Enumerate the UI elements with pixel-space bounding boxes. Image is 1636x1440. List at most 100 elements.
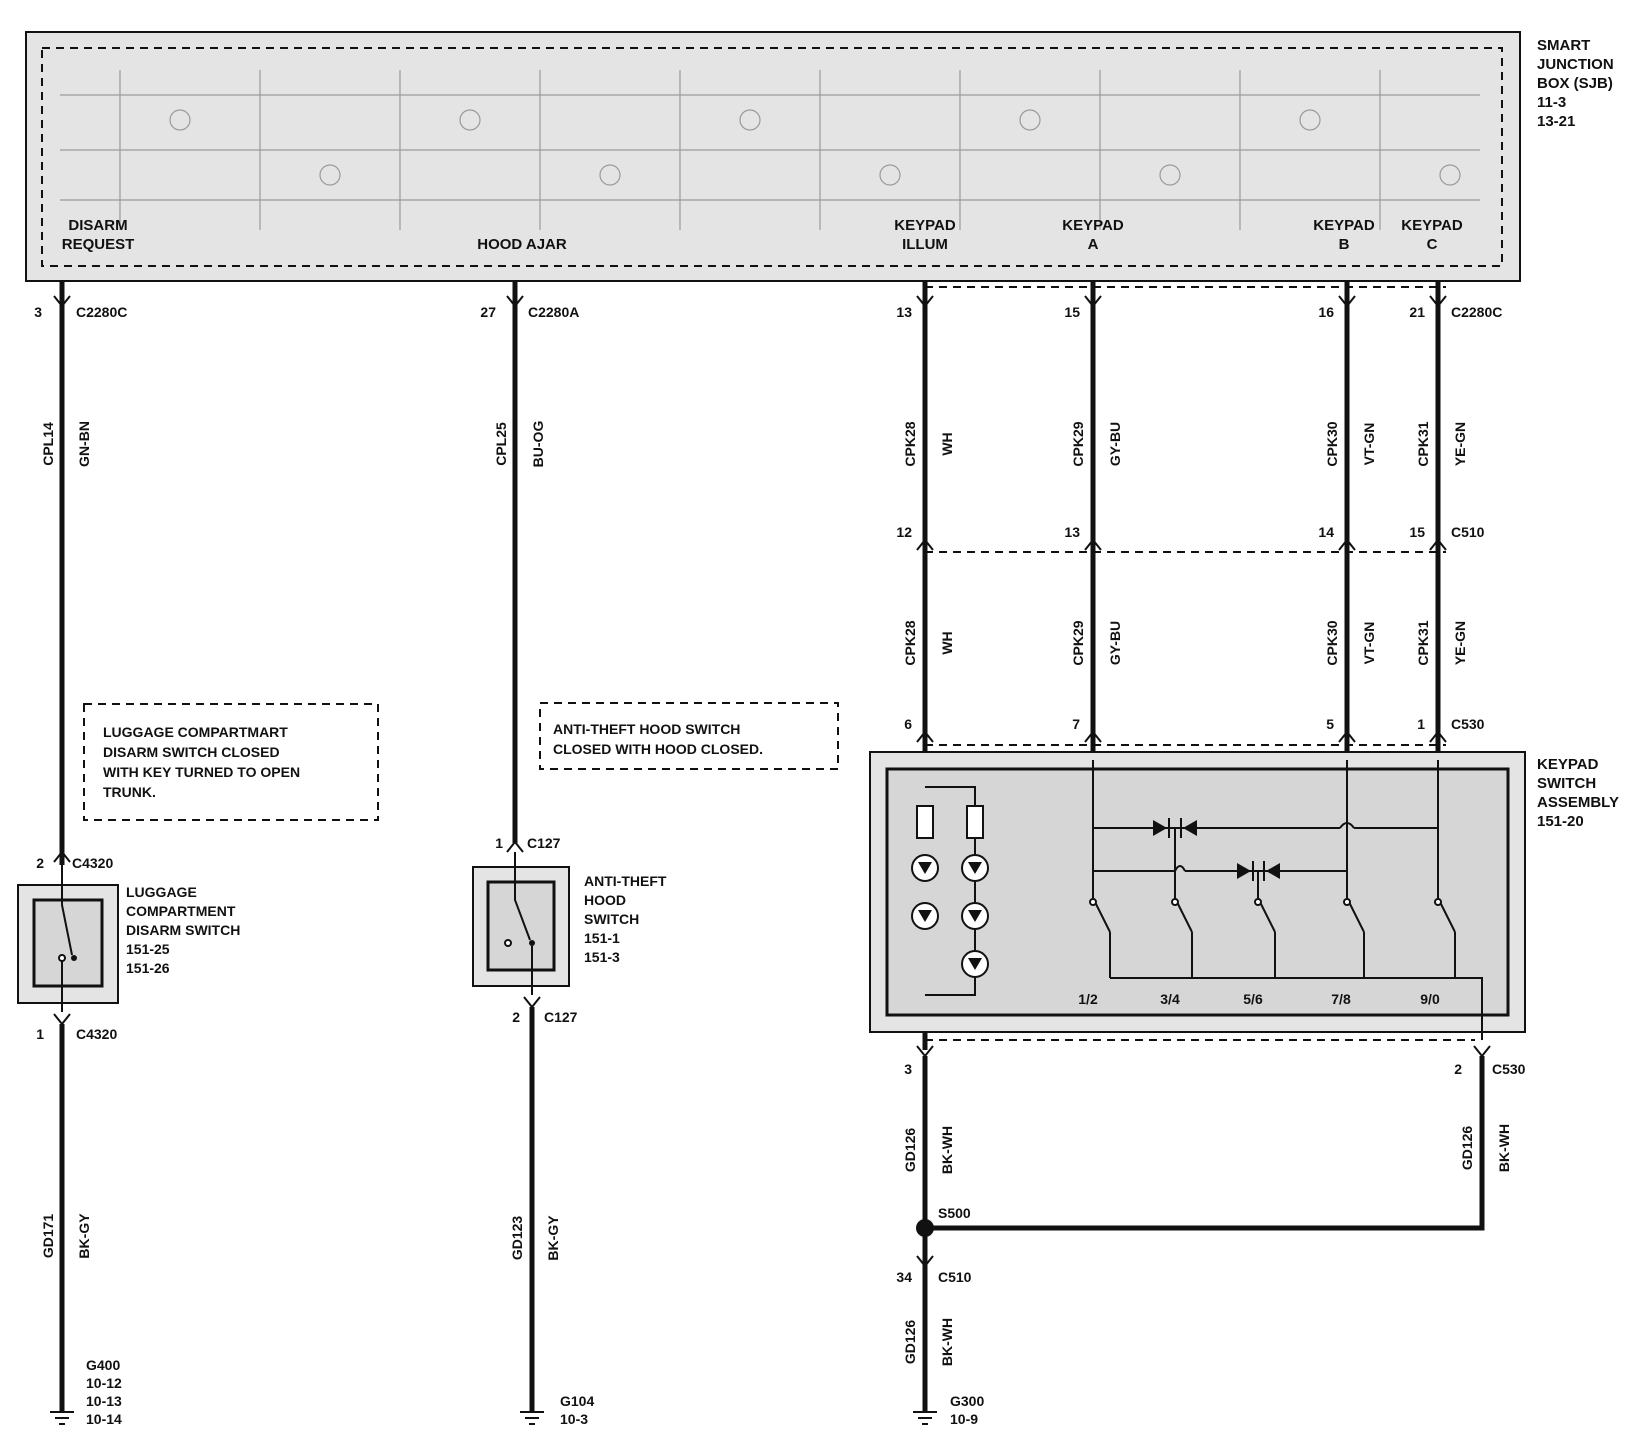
c510-connector: C510 [938, 1269, 972, 1285]
pin-label-illum-2: ILLUM [902, 236, 948, 253]
pin-label-disarm-2: REQUEST [62, 236, 135, 253]
a-top-pin: 15 [1064, 304, 1080, 320]
disarm-switch-top-connector: C4320 [72, 855, 113, 871]
splice-dot [916, 1219, 934, 1237]
assembly-name-4: 151-20 [1537, 813, 1584, 830]
key-label-5-6: 5/6 [1243, 991, 1263, 1007]
hood-circuit-number: CPL25 [493, 422, 509, 466]
smart-junction-box: SMART JUNCTION BOX (SJB) 11-3 13-21 DISA… [25, 31, 1614, 282]
disarm-top-pin: 3 [34, 304, 42, 320]
b-top-pin: 16 [1318, 304, 1334, 320]
keypad-assembly-inner [885, 767, 1510, 1017]
hood-note-line-2: CLOSED WITH HOOD CLOSED. [553, 741, 763, 757]
upper-color-cpk31: YE-GN [1452, 422, 1468, 466]
key-label-3-4: 3/4 [1160, 991, 1180, 1007]
c510-arrows [916, 538, 1447, 551]
hood-top-connector: C2280A [528, 304, 579, 320]
hood-switch-top-connector: C127 [527, 835, 561, 851]
hood-switch-name-4: 151-1 [584, 930, 620, 946]
lower-color-cpk31: YE-GN [1452, 621, 1468, 665]
disarm-circuit: 3 C2280C CPL14 GN-BN LUGGAGE COMPARTMART… [17, 281, 379, 1427]
lower-circuit-cpk31: CPK31 [1415, 620, 1431, 665]
hood-ground-circuit: GD123 [509, 1216, 525, 1261]
hood-switch-inner [486, 880, 556, 972]
upper-circuit-cpk31: CPK31 [1415, 421, 1431, 466]
pin-label-disarm-1: DISARM [68, 217, 127, 234]
keypad-top-connector: C2280C [1451, 304, 1502, 320]
disarm-note-box [83, 703, 379, 821]
c510-bottom-arrow [916, 1255, 934, 1268]
keypad-ground-wire-right [925, 1056, 1485, 1231]
diode-bars [1168, 818, 1265, 898]
hood-switch-bottom-pin: 2 [512, 1009, 520, 1025]
pin-label-c-2: C [1427, 236, 1438, 253]
disarm-switch-blade [61, 865, 73, 956]
pin-label-a-2: A [1088, 236, 1099, 253]
lower-circuit-cpk30: CPK30 [1324, 620, 1340, 665]
hood-switch-contact-2 [504, 939, 512, 947]
c530-arrows [916, 730, 1447, 743]
disarm-switch-name-3: DISARM SWITCH [126, 922, 240, 938]
pin-label-c-1: KEYPAD [1401, 217, 1463, 234]
hood-connector-arrow [506, 295, 524, 308]
b-low-pin: 5 [1326, 716, 1334, 732]
gd126-right-color: BK-WH [1496, 1124, 1512, 1172]
disarm-note-line-1: LUGGAGE COMPARTMART [103, 724, 288, 740]
hood-ground-ref: 10-3 [560, 1411, 588, 1427]
assembly-name-2: SWITCH [1537, 775, 1596, 792]
hood-switch-name-3: SWITCH [584, 911, 639, 927]
key-label-1-2: 1/2 [1078, 991, 1098, 1007]
c510-pin: 34 [896, 1269, 912, 1285]
hood-switch-top-pin: 1 [495, 835, 503, 851]
hood-switch-name-1: ANTI-THEFT [584, 873, 667, 889]
illum-branch [925, 786, 976, 996]
resistor-icon [916, 805, 934, 839]
disarm-note-line-4: TRUNK. [103, 784, 156, 800]
sjb-title-line-1: SMART [1537, 37, 1590, 54]
assembly-name-3: ASSEMBLY [1537, 794, 1619, 811]
disarm-wire-color: GN-BN [76, 421, 92, 467]
keypad-ground-ref: 10-9 [950, 1411, 978, 1427]
hood-switch-blade [514, 852, 531, 941]
sjb-title-line-2: JUNCTION [1537, 56, 1614, 73]
sjb-internal-pattern [60, 70, 1480, 230]
sjb-title-line-4: 11-3 [1537, 94, 1566, 111]
pin-label-b-1: KEYPAD [1313, 217, 1375, 234]
disarm-ground-color: BK-GY [76, 1213, 92, 1259]
pin-label-illum-1: KEYPAD [894, 217, 956, 234]
switch-contacts [1089, 898, 1442, 906]
hood-switch-name-5: 151-3 [584, 949, 620, 965]
disarm-ground-id: G400 [86, 1357, 120, 1373]
a-low-pin: 7 [1072, 716, 1080, 732]
disarm-ground-ref-2: 10-13 [86, 1393, 122, 1409]
disarm-switch-top-arrow [53, 850, 71, 863]
resistor-icon [966, 805, 984, 839]
diode-icon [1153, 820, 1280, 879]
keypad-mid-connector: C510 [1451, 524, 1485, 540]
c-mid-pin: 15 [1409, 524, 1425, 540]
disarm-switch-name-2: COMPARTMENT [126, 903, 236, 919]
pin-label-b-2: B [1339, 236, 1350, 253]
disarm-top-connector: C2280C [76, 304, 127, 320]
hood-note-line-1: ANTI-THEFT HOOD SWITCH [553, 721, 740, 737]
disarm-switch-contact-2 [58, 954, 66, 962]
c-low-pin: 1 [1417, 716, 1425, 732]
hood-ground-id: G104 [560, 1393, 594, 1409]
keypad-low-connector: C530 [1451, 716, 1485, 732]
disarm-switch-name-1: LUGGAGE [126, 884, 197, 900]
lower-color-cpk30: VT-GN [1361, 622, 1377, 665]
upper-color-cpk30: VT-GN [1361, 423, 1377, 466]
sjb-title-line-3: BOX (SJB) [1537, 75, 1613, 92]
disarm-circuit-number: CPL14 [40, 422, 56, 466]
upper-circuit-cpk29: CPK29 [1070, 421, 1086, 466]
ground-icon [913, 1411, 937, 1425]
hood-switch-top-arrow [506, 840, 524, 853]
upper-color-cpk28: WH [939, 432, 955, 455]
disarm-switch-bottom-connector: C4320 [76, 1026, 117, 1042]
key-label-9-0: 9/0 [1420, 991, 1440, 1007]
disarm-connector-arrow [53, 295, 71, 308]
gd126-left-circuit: GD126 [902, 1128, 918, 1173]
keypad-circuits: 13 15 16 21 C2280C CPK28 WH CPK29 GY-BU … [869, 281, 1619, 1427]
ground-icon [50, 1411, 74, 1425]
